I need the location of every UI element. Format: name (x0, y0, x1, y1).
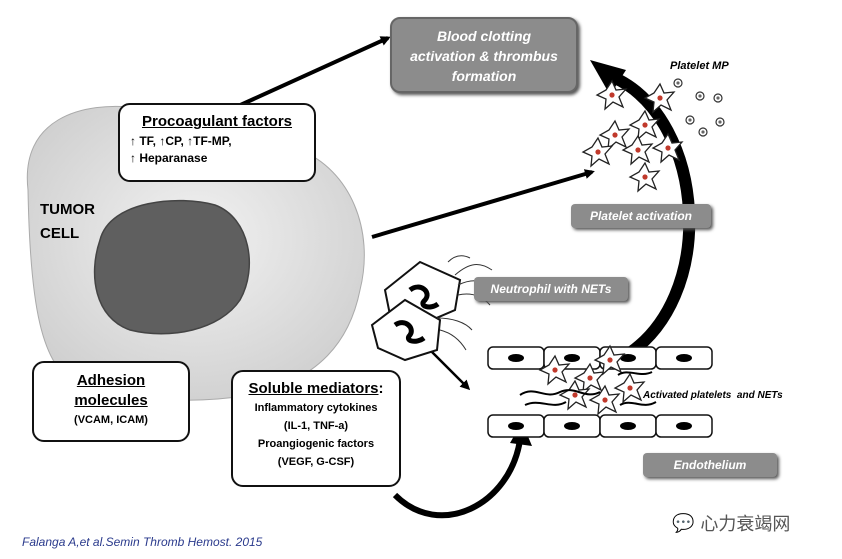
adhesion-line1: (VCAM, ICAM) (74, 414, 148, 426)
watermark: 💬 心力衰竭网 (672, 510, 790, 536)
arrow-to-blood-clotting (224, 36, 391, 114)
curved-arrow-bottom (392, 439, 523, 519)
tumor-cell-label: TUMOR CELL (40, 198, 95, 246)
endothelium-bottom-row (487, 414, 713, 438)
endothelium-label: Endothelium (643, 453, 777, 477)
watermark-text: 心力衰竭网 (700, 514, 791, 535)
blood-clotting-box: Blood clotting activation & thrombus for… (390, 17, 578, 93)
blood-clotting-line1: Blood clotting (436, 28, 532, 44)
adhesion-title-line1: Adhesion (76, 372, 146, 389)
platelet-cluster (582, 80, 683, 192)
arrow-to-platelet-activation (371, 169, 595, 239)
soluble-mediators-box: Soluble mediators: Inflammatory cytokine… (231, 370, 401, 487)
tumor-cell-line2: CELL (40, 225, 80, 242)
procoagulant-factors-box: Procoagulant factors ↑ TF, ↑CP, ↑TF-MP, … (118, 103, 316, 182)
adhesion-molecules-box: Adhesion molecules (VCAM, ICAM) (32, 361, 190, 442)
activated-platelets-label: Activated platelets and NETs (643, 390, 783, 401)
soluble-line3: Proangiogenic factors (257, 438, 375, 450)
neutrophil-label: Neutrophil with NETs (474, 277, 628, 301)
soluble-title: Soluble mediators (248, 380, 379, 397)
tumor-cell-line1: TUMOR (40, 201, 95, 218)
procoagulant-line1: ↑ TF, ↑CP, ↑TF-MP, (130, 134, 232, 148)
blood-clotting-line2: activation & thrombus (410, 48, 558, 64)
procoagulant-title: Procoagulant factors (141, 113, 293, 130)
endothelium-top-row (487, 346, 713, 370)
soluble-line1: Inflammatory cytokines (254, 402, 378, 414)
soluble-line4: (VEGF, G-CSF) (277, 456, 355, 468)
blood-clotting-line3: formation (451, 68, 517, 84)
tumor-nucleus (93, 199, 251, 335)
soluble-line2: (IL-1, TNF-a) (283, 420, 349, 432)
soluble-title-colon: : (378, 380, 384, 397)
citation: Falanga A,et al.Semin Thromb Hemost. 201… (22, 535, 263, 549)
neutrophil-cells (370, 255, 496, 362)
adhesion-title-line2: molecules (74, 392, 148, 409)
platelet-activation-label: Platelet activation (571, 204, 711, 228)
activated-platelets-cluster (519, 345, 657, 415)
platelet-microparticles (673, 78, 725, 137)
wechat-icon: 💬 (672, 512, 695, 533)
soluble-title-row: Soluble mediators: (233, 379, 399, 399)
platelet-mp-label: Platelet MP (670, 60, 729, 72)
procoagulant-line2: ↑ Heparanase (130, 151, 208, 165)
